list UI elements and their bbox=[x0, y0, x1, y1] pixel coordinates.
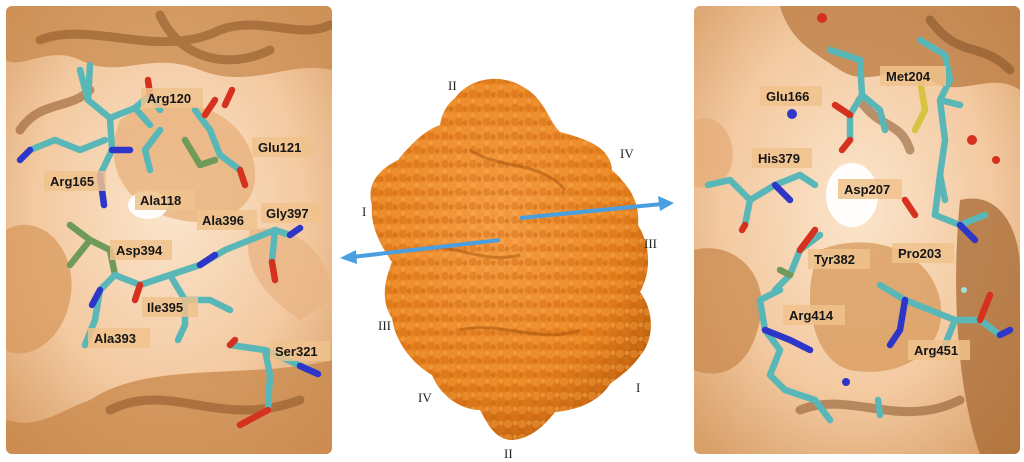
label-arg451: Arg451 bbox=[908, 340, 970, 360]
protein-surface-panel: II IV I III III IV I II bbox=[340, 78, 674, 461]
svg-text:Glu121: Glu121 bbox=[258, 140, 301, 155]
label-tyr382: Tyr382 bbox=[808, 249, 870, 269]
svg-text:Asp394: Asp394 bbox=[116, 243, 163, 258]
domain-label-left-bottom: III bbox=[378, 318, 391, 333]
svg-text:Pro203: Pro203 bbox=[898, 246, 941, 261]
svg-text:Arg451: Arg451 bbox=[914, 343, 958, 358]
label-met204: Met204 bbox=[880, 66, 946, 86]
domain-label-left: I bbox=[362, 204, 366, 219]
label-ser321: Ser321 bbox=[270, 341, 330, 361]
svg-text:His379: His379 bbox=[758, 151, 800, 166]
label-his379: His379 bbox=[752, 148, 812, 168]
right-binding-pocket-panel: Glu166 Met204 His379 Asp207 Tyr382 Pro20… bbox=[694, 6, 1020, 454]
svg-text:Met204: Met204 bbox=[886, 69, 931, 84]
label-ala393: Ala393 bbox=[88, 328, 150, 348]
label-ala396: Ala396 bbox=[197, 210, 257, 230]
svg-text:Ser321: Ser321 bbox=[275, 344, 318, 359]
svg-text:Ala393: Ala393 bbox=[94, 331, 136, 346]
svg-text:Ala396: Ala396 bbox=[202, 213, 244, 228]
label-glu121: Glu121 bbox=[252, 137, 314, 157]
svg-text:Arg120: Arg120 bbox=[147, 91, 191, 106]
label-ile395: Ile395 bbox=[142, 297, 198, 317]
svg-text:Gly397: Gly397 bbox=[266, 206, 309, 221]
domain-label-right: III bbox=[644, 236, 657, 251]
svg-text:Ile395: Ile395 bbox=[147, 300, 183, 315]
label-glu166: Glu166 bbox=[760, 86, 822, 106]
label-arg414: Arg414 bbox=[783, 305, 845, 325]
label-asp394: Asp394 bbox=[110, 240, 172, 260]
svg-text:Ala118: Ala118 bbox=[140, 193, 181, 208]
label-gly397: Gly397 bbox=[261, 203, 321, 223]
domain-label-bottom-right: I bbox=[636, 380, 640, 395]
domain-label-bottom: II bbox=[504, 446, 513, 461]
domain-label-right-top: IV bbox=[620, 146, 634, 161]
domain-label-top: II bbox=[448, 78, 457, 93]
svg-text:Asp207: Asp207 bbox=[844, 182, 890, 197]
label-asp207: Asp207 bbox=[838, 179, 902, 199]
domain-label-bottom-left: IV bbox=[418, 390, 432, 405]
label-ala118: Ala118 bbox=[135, 190, 195, 210]
svg-text:Arg165: Arg165 bbox=[50, 174, 94, 189]
label-arg165: Arg165 bbox=[44, 171, 106, 191]
protein-surface bbox=[370, 79, 650, 440]
svg-text:Arg414: Arg414 bbox=[789, 308, 834, 323]
label-pro203: Pro203 bbox=[892, 243, 954, 263]
svg-text:Tyr382: Tyr382 bbox=[814, 252, 855, 267]
left-binding-pocket-panel: Arg120 Glu121 Arg165 Ala118 Ala396 Gly39… bbox=[6, 6, 332, 454]
svg-text:Glu166: Glu166 bbox=[766, 89, 809, 104]
label-arg120: Arg120 bbox=[141, 88, 203, 108]
